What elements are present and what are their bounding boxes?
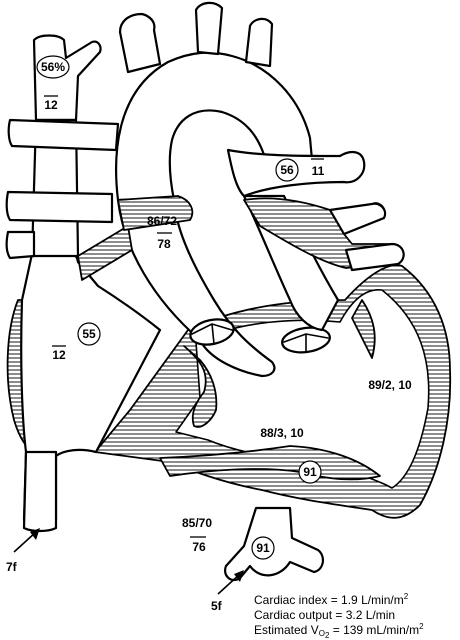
pulmonary-vein-left-low bbox=[5, 230, 36, 260]
arterial-catheter-arrow bbox=[217, 570, 244, 595]
pa-saturation: 56 bbox=[280, 163, 294, 177]
ra-saturation: 55 bbox=[82, 327, 96, 341]
svc-saturation-circle bbox=[36, 55, 70, 79]
aortic-valve-leaflets bbox=[191, 323, 233, 345]
lv-saturation: 91 bbox=[303, 465, 317, 479]
lv-pressure: 89/2, 10 bbox=[368, 378, 412, 392]
ra-mean-pressure: 12 bbox=[52, 348, 66, 362]
ra-appendage bbox=[117, 195, 194, 231]
pulmonary-vein-right-upper bbox=[328, 202, 387, 236]
descending-aorta bbox=[224, 506, 324, 582]
arterial-catheter-label: 5f bbox=[211, 599, 223, 613]
femoral-saturation: 91 bbox=[256, 541, 270, 555]
transverse-sinus bbox=[77, 225, 133, 281]
main-pa-pressure: 86/72 bbox=[147, 214, 177, 228]
cardiac-output-line: Cardiac output = 3.2 L/min bbox=[254, 608, 395, 622]
femoral-saturation-circle bbox=[251, 536, 275, 560]
cardiac-index-line: Cardiac index = 1.9 L/min/m2 bbox=[254, 592, 409, 607]
left-subclavian-artery bbox=[244, 17, 274, 68]
vo2-line: Estimated VO2 = 139 mL/min/m2 bbox=[254, 622, 424, 640]
main-pa-mean: 78 bbox=[157, 237, 171, 251]
svc-mean-pressure: 12 bbox=[44, 98, 58, 112]
pa-saturation-circle bbox=[275, 158, 299, 182]
svc-saturation: 56% bbox=[41, 60, 65, 74]
aorta-pressure: 85/70 bbox=[182, 516, 212, 530]
pulmonary-vein-left-mid bbox=[5, 190, 114, 224]
left-carotid-artery bbox=[194, 1, 224, 56]
brachiocephalic-artery bbox=[118, 12, 162, 74]
papillary-muscle bbox=[351, 299, 376, 359]
venous-catheter-arrow bbox=[13, 528, 40, 553]
pulmonary-valve-leaflets bbox=[283, 333, 329, 353]
ivc bbox=[22, 450, 58, 533]
venous-catheter-label: 7f bbox=[6, 560, 18, 574]
pa-mean-pressure: 11 bbox=[312, 164, 325, 178]
pulmonary-vein-left-upper bbox=[7, 118, 120, 152]
ascending-aorta bbox=[116, 198, 276, 378]
pulmonary-vein-right-lower bbox=[344, 242, 405, 272]
lower-septum-band bbox=[159, 445, 381, 481]
lv-saturation-circle bbox=[298, 460, 322, 484]
ventricular-septum bbox=[183, 345, 218, 428]
aortic-arch bbox=[115, 51, 314, 202]
aorta-mean-pressure: 76 bbox=[192, 540, 206, 554]
rv-pressure: 88/3, 10 bbox=[260, 426, 304, 440]
ra-saturation-circle bbox=[77, 322, 101, 346]
